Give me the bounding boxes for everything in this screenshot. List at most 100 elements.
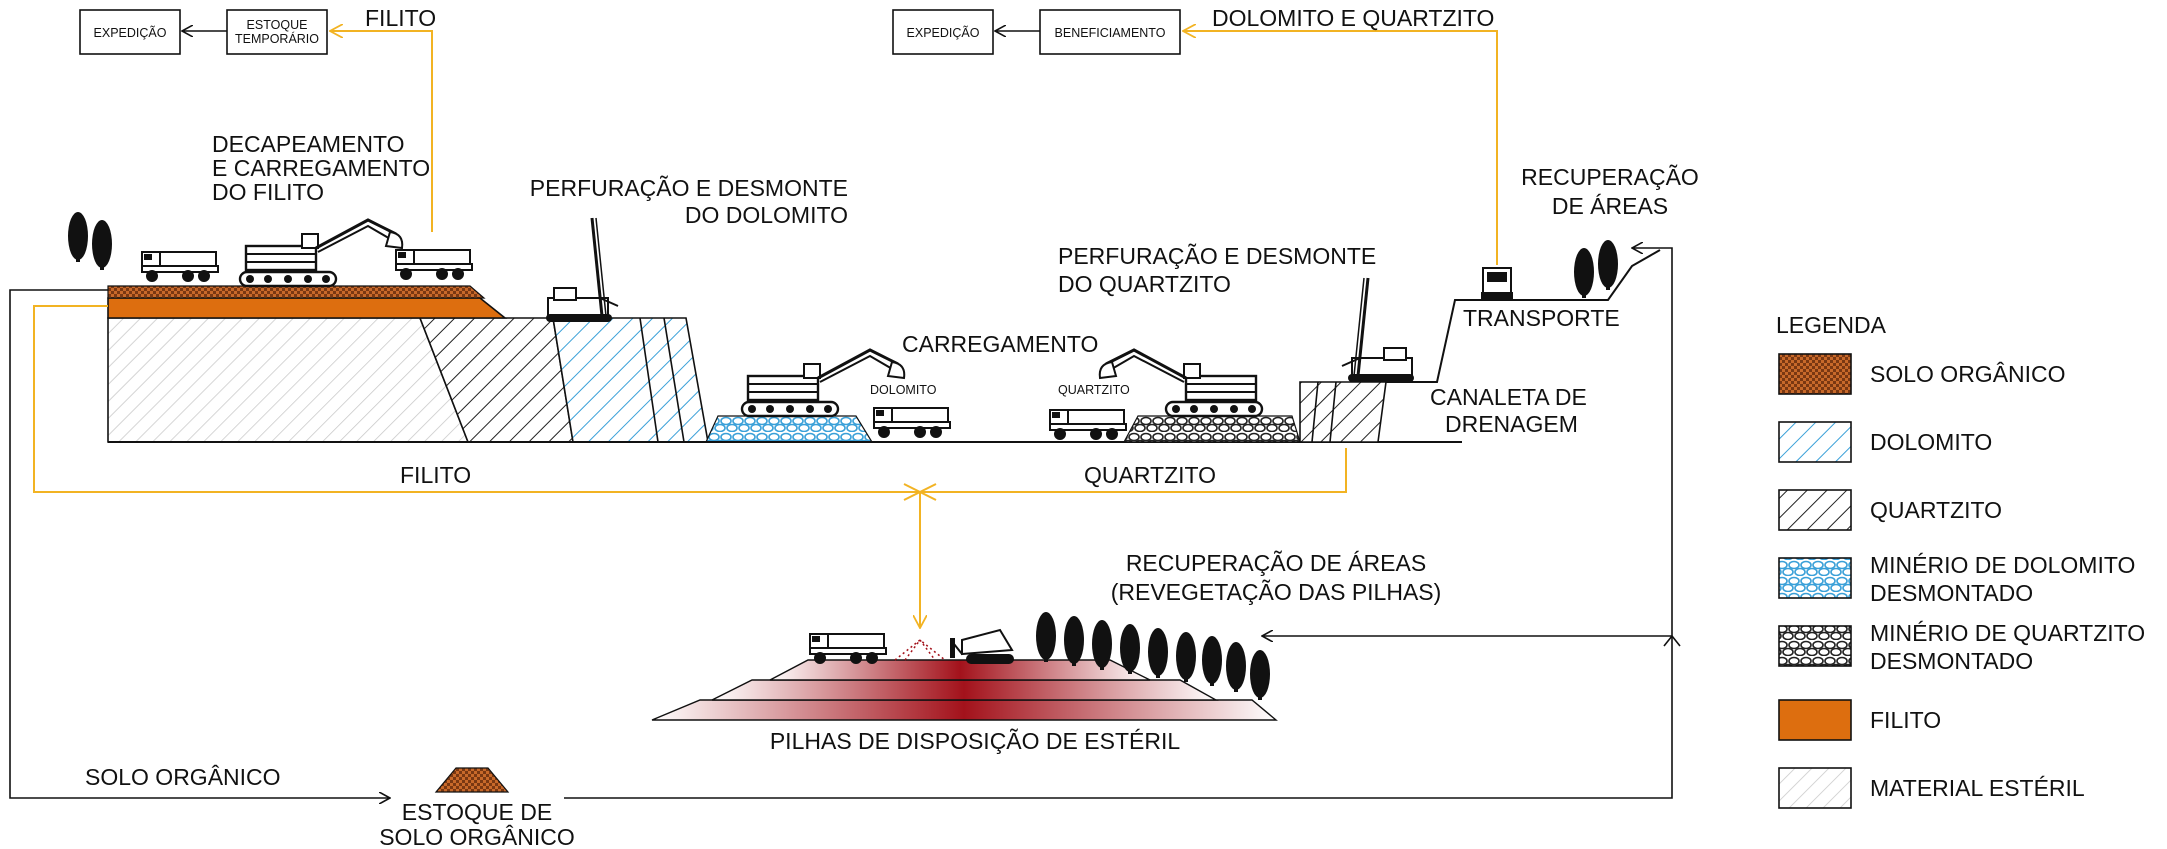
- estoque-temporario-label-2: TEMPORÁRIO: [235, 31, 319, 46]
- left-flow: EXPEDIÇÃO ESTOQUE TEMPORÁRIO FILITO: [79, 5, 436, 232]
- legend-label: MATERIAL ESTÉRIL: [1870, 775, 2085, 801]
- yellow-flow-lines: [33, 305, 1347, 628]
- tree-icon: [1064, 616, 1084, 666]
- svg-text:SOLO ORGÂNICO: SOLO ORGÂNICO: [379, 824, 575, 849]
- estoque-solo-label: ESTOQUE DE SOLO ORGÂNICO: [379, 799, 575, 849]
- filito-product-label: FILITO: [365, 5, 436, 31]
- recuperacao-top-label: RECUPERAÇÃO DE ÁREAS: [1521, 164, 1699, 219]
- tree-icon: [1250, 650, 1270, 700]
- legend-label: MINÉRIO DE QUARTZITO: [1870, 620, 2145, 646]
- dolomito-ore-pile: [705, 415, 874, 443]
- tree-icon: [92, 220, 112, 270]
- perfuracao-quartzito-label: PERFURAÇÃO E DESMONTE DO QUARTZITO: [1058, 243, 1376, 297]
- black-flow-lines: [9, 248, 1681, 798]
- drill-rig-icon: [544, 216, 620, 324]
- filito-flow-label: FILITO: [400, 462, 471, 488]
- right-flow: EXPEDIÇÃO BENEFICIAMENTO DOLOMITO E QUAR…: [892, 5, 1498, 265]
- legend-item: MATERIAL ESTÉRIL: [1778, 767, 2085, 809]
- tree-icon: [1202, 636, 1222, 686]
- svg-text:DE ÁREAS: DE ÁREAS: [1552, 193, 1668, 219]
- flow-line-dolomito-quartzito-up: [1183, 31, 1498, 265]
- legend-item: FILITO: [1778, 699, 1941, 741]
- dolomito-body: [552, 317, 709, 443]
- estoque-temporario-label: ESTOQUE: [247, 18, 308, 32]
- legend-label: DESMONTADO: [1870, 648, 2033, 674]
- legend-label: QUARTZITO: [1870, 497, 2002, 523]
- drill-rig-icon: [1340, 276, 1416, 384]
- decapeamento-label: DECAPEAMENTO E CARREGAMENTO DO FILITO: [212, 131, 430, 205]
- legend-label: FILITO: [1870, 707, 1941, 733]
- quartzito-flow-label: QUARTZITO: [1084, 462, 1216, 488]
- legend-swatch: [1778, 421, 1852, 463]
- pilhas-label: PILHAS DE DISPOSIÇÃO DE ESTÉRIL: [770, 728, 1180, 754]
- dump-truck-icon: [1049, 409, 1127, 441]
- legend-swatch: [1778, 699, 1852, 741]
- legend-item: DOLOMITO: [1778, 421, 1992, 463]
- dump-truck-icon: [395, 249, 473, 281]
- legend-title: LEGENDA: [1776, 312, 1887, 338]
- flow-line-filito-up: [330, 31, 433, 232]
- bulldozer-icon: [949, 629, 1015, 665]
- svg-text:RECUPERAÇÃO: RECUPERAÇÃO: [1521, 164, 1699, 190]
- legend-item: SOLO ORGÂNICO: [1778, 353, 2066, 395]
- carregamento-label: CARREGAMENTO: [902, 331, 1098, 357]
- perfuracao-dolomito-label: PERFURAÇÃO E DESMONTE DO DOLOMITO: [530, 175, 848, 228]
- svg-text:DRENAGEM: DRENAGEM: [1445, 411, 1578, 437]
- legend: LEGENDA SOLO ORGÂNICO DOLOMITO QUARTZITO MI…: [1776, 312, 2145, 809]
- solo-organico-flow-label: SOLO ORGÂNICO: [85, 764, 281, 790]
- legend-swatch: [1778, 489, 1852, 531]
- legend-swatch: [1778, 625, 1852, 667]
- quartzito-ore-pile: [1122, 415, 1301, 443]
- svg-text:(REVEGETAÇÃO DAS PILHAS): (REVEGETAÇÃO DAS PILHAS): [1111, 579, 1442, 605]
- solo-organico-layer: [107, 285, 486, 299]
- legend-item: QUARTZITO: [1778, 489, 2002, 531]
- tree-icon: [1598, 240, 1618, 290]
- legend-swatch: [1778, 557, 1852, 599]
- transporte-label: TRANSPORTE: [1463, 305, 1620, 331]
- estoque-temporario-box: [226, 9, 328, 55]
- beneficiamento-label: BENEFICIAMENTO: [1055, 26, 1166, 40]
- material-esteril-body: [107, 317, 470, 443]
- excavator-icon: [238, 218, 404, 288]
- tree-icon: [1574, 248, 1594, 298]
- right-ground-profile: [1386, 249, 1661, 383]
- legend-label: DESMONTADO: [1870, 580, 2033, 606]
- svg-text:DO QUARTZITO: DO QUARTZITO: [1058, 271, 1231, 297]
- canaleta-label: CANALETA DE DRENAGEM: [1430, 384, 1587, 437]
- svg-text:ESTOQUE DE: ESTOQUE DE: [402, 799, 552, 825]
- expedicao-label-right: EXPEDIÇÃO: [907, 26, 980, 40]
- legend-swatch: [1778, 767, 1852, 809]
- tree-icon: [1176, 632, 1196, 682]
- recuperacao-pilhas-label: RECUPERAÇÃO DE ÁREAS (REVEGETAÇÃO DAS PI…: [1111, 550, 1442, 605]
- truck-dolomito-label: DOLOMITO: [870, 383, 937, 397]
- front-truck-icon: [1481, 267, 1513, 300]
- svg-text:CANALETA DE: CANALETA DE: [1430, 384, 1587, 410]
- svg-text:PERFURAÇÃO E DESMONTE: PERFURAÇÃO E DESMONTE: [530, 175, 848, 201]
- estoque-solo-pile: [434, 767, 510, 793]
- filito-layer: [107, 297, 508, 319]
- cross-section: [107, 249, 1661, 443]
- tree-icon: [68, 212, 88, 262]
- svg-text:E CARREGAMENTO: E CARREGAMENTO: [212, 155, 430, 181]
- dolomito-quartzito-product-label: DOLOMITO E QUARTZITO: [1212, 5, 1494, 31]
- tree-icon: [1036, 612, 1056, 662]
- svg-text:PERFURAÇÃO E DESMONTE: PERFURAÇÃO E DESMONTE: [1058, 243, 1376, 269]
- svg-text:RECUPERAÇÃO DE ÁREAS: RECUPERAÇÃO DE ÁREAS: [1126, 550, 1426, 576]
- dump-truck-icon: [873, 407, 951, 439]
- expedicao-label-left: EXPEDIÇÃO: [94, 26, 167, 40]
- truck-quartzito-label: QUARTZITO: [1058, 383, 1130, 397]
- legend-label: DOLOMITO: [1870, 429, 1992, 455]
- legend-label: MINÉRIO DE DOLOMITO: [1870, 552, 2135, 578]
- legend-swatch: [1778, 353, 1852, 395]
- beneficiamento-box: [1039, 9, 1181, 55]
- expedicao-box-right: [892, 9, 994, 55]
- tree-icon: [1226, 642, 1246, 692]
- waste-piles: [651, 638, 1278, 721]
- tree-icon: [1148, 628, 1168, 678]
- svg-text:DO FILITO: DO FILITO: [212, 179, 324, 205]
- svg-text:DECAPEAMENTO: DECAPEAMENTO: [212, 131, 405, 157]
- dump-truck-icon: [141, 251, 219, 283]
